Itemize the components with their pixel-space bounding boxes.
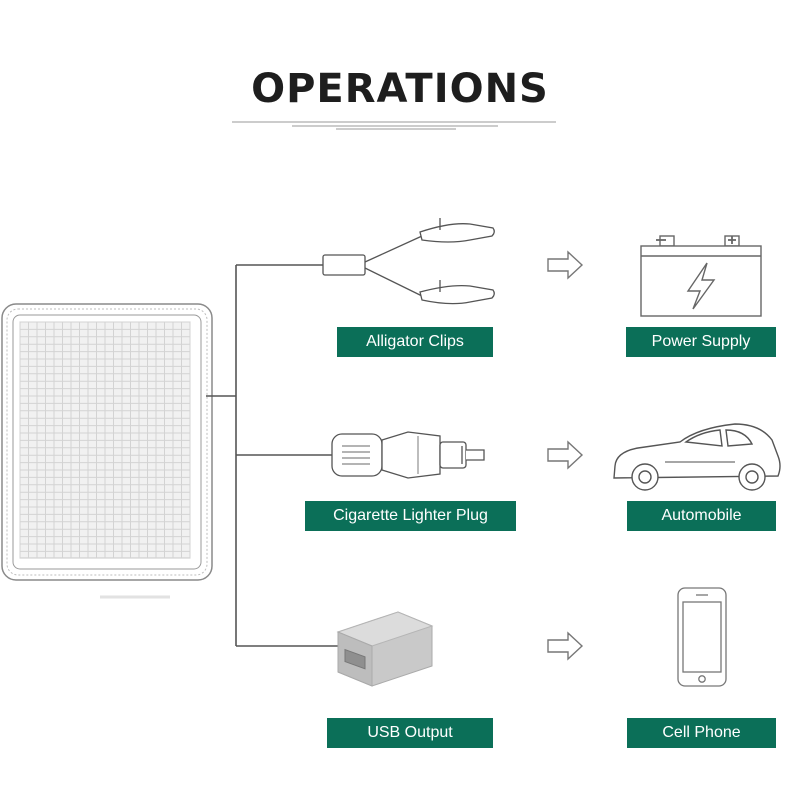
arrow-icon [547,250,584,661]
car-icon [613,423,781,491]
solar-panel-icon [1,303,213,599]
cigarette-plug-icon [331,431,485,479]
label-power-supply: Power Supply [626,327,776,357]
label-usb-output: USB Output [327,718,493,748]
page-title: OPERATIONS [251,66,549,112]
battery-icon [640,235,762,317]
alligator-clips-icon [322,218,495,305]
label-alligator-clips: Alligator Clips [337,327,493,357]
wiring [206,264,338,647]
label-automobile: Automobile [627,501,776,531]
label-cell-phone: Cell Phone [627,718,776,748]
usb-adapter-icon [336,611,434,687]
title-divider [232,121,556,130]
label-cigarette-lighter-plug: Cigarette Lighter Plug [305,501,516,531]
phone-icon [677,587,727,687]
